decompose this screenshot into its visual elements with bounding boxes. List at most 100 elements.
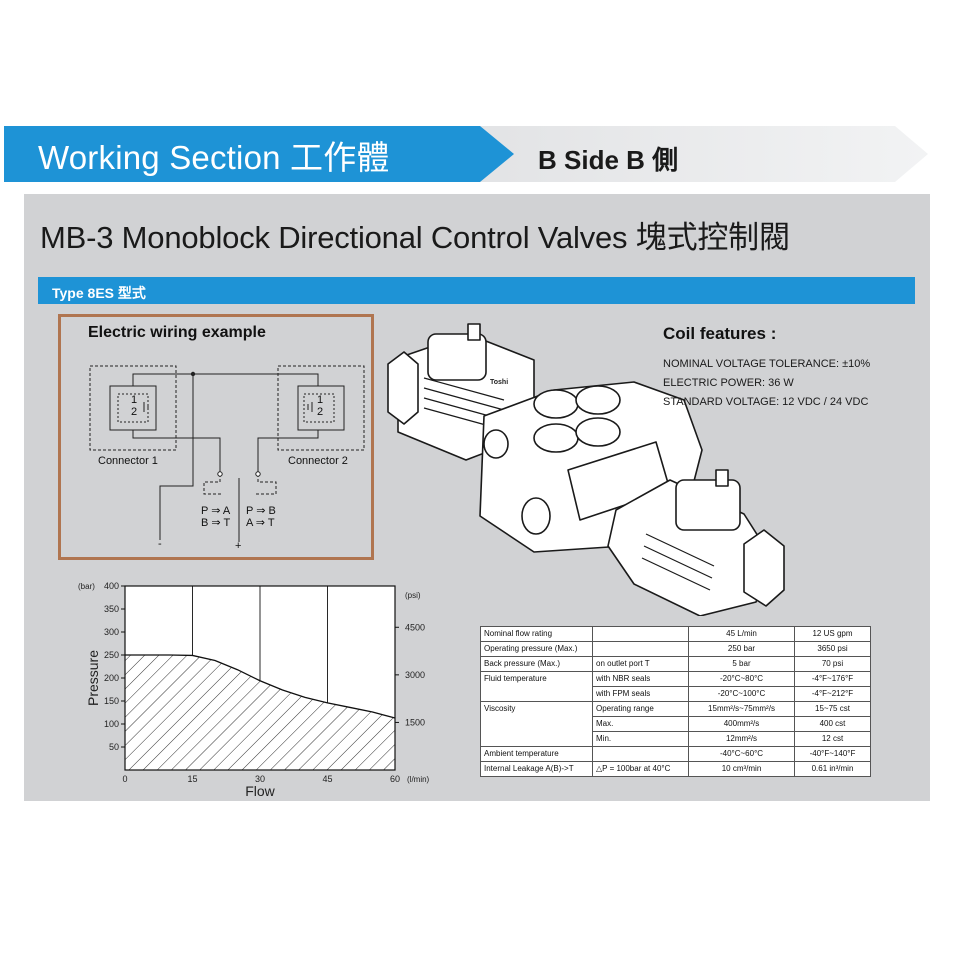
connector1-label: Connector 1: [98, 455, 158, 467]
spec-cell-us: 70 psi: [794, 656, 871, 672]
spec-cell-label: Ambient temperature: [480, 746, 593, 762]
diode-icon-2: [307, 402, 313, 412]
flow-left-2: B ⇒ T: [201, 517, 231, 529]
header-blue-arrow: [4, 126, 514, 182]
spec-cell-cond: Operating range: [592, 701, 689, 717]
spec-cell-us: -4°F~212°F: [794, 686, 871, 702]
psi-tick-label: 1500: [405, 717, 425, 727]
side-port: [521, 497, 551, 535]
type-bar-label: Type 8ES 型式: [52, 285, 146, 301]
spec-cell-si: 250 bar: [688, 641, 795, 657]
valve-logo: Toshi: [490, 379, 508, 386]
psi-tick-label: 3000: [405, 670, 425, 680]
minus-terminal: -: [158, 538, 162, 550]
wire-top: [132, 373, 319, 386]
right-connector-plug: [675, 479, 741, 531]
y-tick-label: 350: [104, 604, 119, 614]
spec-cell-cond: Max.: [592, 716, 689, 732]
spec-cell-si: 400mm²/s: [688, 716, 795, 732]
spec-cell-cond: [592, 626, 689, 642]
valve-illustration: Toshi: [387, 323, 785, 616]
left-connector-plug: [427, 333, 487, 381]
spec-cell-label: [480, 731, 593, 747]
switch-left: [203, 474, 222, 495]
y-tick-label: 100: [104, 719, 119, 729]
header-banner: [4, 126, 928, 182]
spec-cell-cond: on outlet port T: [592, 656, 689, 672]
spec-cell-label: Nominal flow rating: [480, 626, 593, 642]
spec-cell-cond: with FPM seals: [592, 686, 689, 702]
spec-cell-us: 0.61 in³/min: [794, 761, 871, 777]
spec-cell-cond: [592, 641, 689, 657]
spec-cell-si: 15mm²/s~75mm²/s: [688, 701, 795, 717]
spec-cell-si: -20°C~80°C: [688, 671, 795, 687]
spec-cell-us: 15~75 cst: [794, 701, 871, 717]
type-bar: [38, 277, 915, 304]
y-axis-label: Pressure: [85, 650, 101, 706]
x-tick-label: 0: [122, 774, 127, 784]
psi-unit-label: (psi): [405, 591, 421, 600]
spec-cell-us: 12 cst: [794, 731, 871, 747]
terminal-right: [255, 471, 261, 477]
spec-cell-cond: △P = 100bar at 40°C: [592, 761, 689, 777]
y-tick-label: 250: [104, 650, 119, 660]
spec-cell-us: 3650 psi: [794, 641, 871, 657]
plus-terminal: +: [235, 540, 242, 552]
connector1-outline: [89, 365, 177, 451]
port-4: [575, 417, 621, 447]
wire-common: [159, 374, 194, 540]
connector2-outline: [277, 365, 365, 451]
spec-cell-label: [480, 716, 593, 732]
spec-cell-si: -20°C~100°C: [688, 686, 795, 702]
spec-cell-si: -40°C~60°C: [688, 746, 795, 762]
wire-junction: [190, 371, 196, 377]
y-unit-label: (bar): [78, 582, 95, 591]
spec-cell-cond: Min.: [592, 731, 689, 747]
left-plug-terminal: [467, 323, 481, 341]
coil-line-power: ELECTRIC POWER: 36 W: [663, 377, 794, 389]
conn2-pin2: 2: [317, 406, 324, 418]
spec-cell-si: 5 bar: [688, 656, 795, 672]
spec-cell-us: -40°F~140°F: [794, 746, 871, 762]
pressure-curve-area: [125, 655, 395, 770]
y-tick-label: 50: [109, 742, 119, 752]
spec-cell-us: 400 cst: [794, 716, 871, 732]
coil-title: Coil features :: [663, 324, 777, 343]
flow-right-1: P ⇒ B: [246, 505, 276, 517]
spec-row: Internal Leakage A(B)->T△P = 100bar at 4…: [480, 761, 871, 777]
wire-conn2: [257, 430, 319, 474]
spec-cell-label: Operating pressure (Max.): [480, 641, 593, 657]
x-axis-label: Flow: [245, 783, 275, 798]
flow-right-2: A ⇒ T: [246, 517, 275, 529]
x-tick-label: 45: [322, 774, 332, 784]
y-tick-label: 300: [104, 627, 119, 637]
spec-cell-si: 45 L/min: [688, 626, 795, 642]
side-label: B Side B 側: [538, 145, 679, 175]
spec-cell-si: 10 cm³/min: [688, 761, 795, 777]
flow-left-1: P ⇒ A: [201, 505, 231, 517]
spec-row: with FPM seals-20°C~100°C-4°F~212°F: [480, 686, 871, 702]
x-tick-label: 15: [187, 774, 197, 784]
wiring-example-box: [58, 314, 374, 560]
spec-cell-cond: with NBR seals: [592, 671, 689, 687]
spec-cell-label: Fluid temperature: [480, 671, 593, 687]
y-tick-label: 150: [104, 696, 119, 706]
coil-line-tolerance: NOMINAL VOLTAGE TOLERANCE: ±10%: [663, 358, 871, 370]
connector2-label: Connector 2: [288, 455, 348, 467]
coil-line-voltage: STANDARD VOLTAGE: 12 VDC / 24 VDC: [663, 396, 869, 408]
y-tick-label: 400: [104, 581, 119, 591]
connector2-body: [297, 385, 345, 431]
spec-cell-us: -4°F~176°F: [794, 671, 871, 687]
terminal-left: [217, 471, 223, 477]
left-solenoid-nut: [387, 351, 419, 425]
x-tick-label: 30: [255, 774, 265, 784]
plot-frame: [124, 585, 396, 771]
